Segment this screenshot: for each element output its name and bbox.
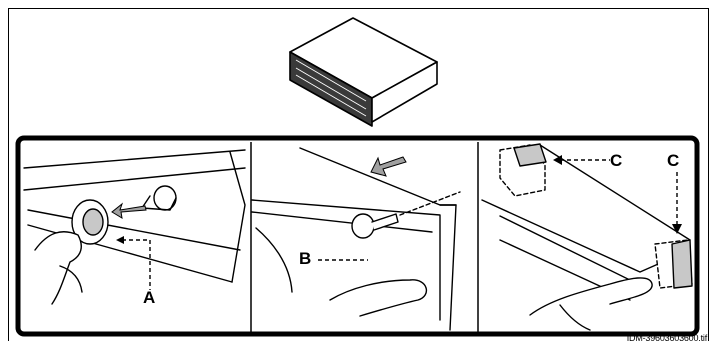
screw-icon [352, 214, 374, 238]
bin-drawer-icon [290, 18, 437, 126]
callout-c2: C [667, 151, 679, 171]
callout-c1: C [610, 151, 622, 171]
figure-reference: IDM-39603603600.tif [627, 333, 707, 343]
callout-b: B [299, 249, 311, 269]
callout-a: A [143, 288, 155, 308]
